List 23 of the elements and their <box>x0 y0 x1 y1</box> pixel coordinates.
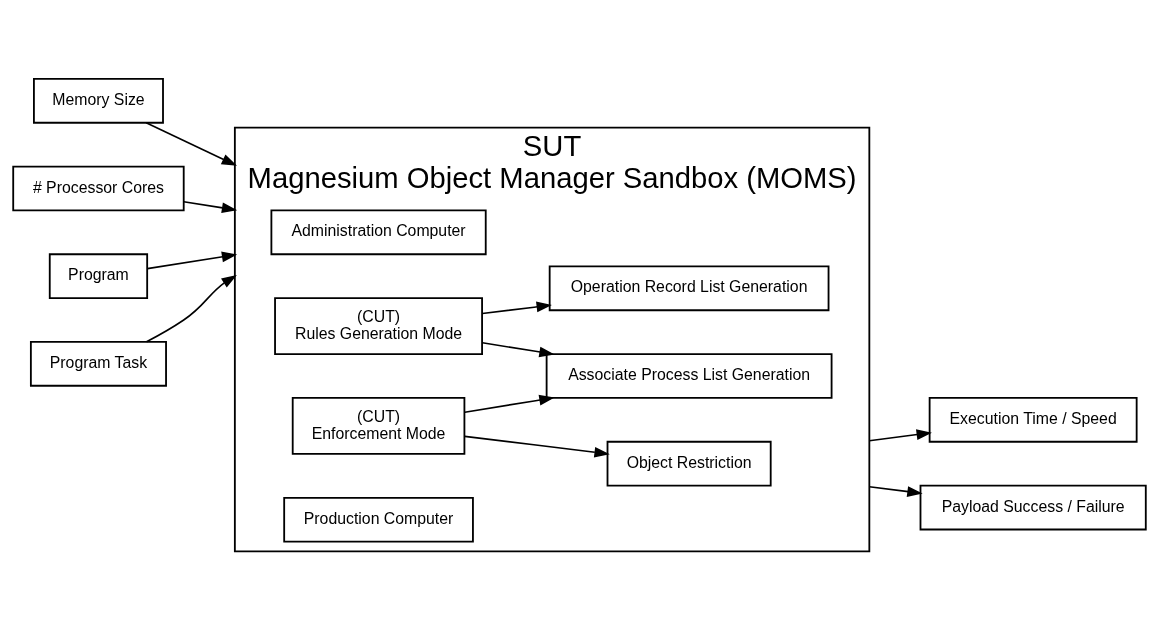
arrow <box>182 200 238 213</box>
node-box: (CUT) Rules Generation Mode <box>274 296 483 355</box>
arrow <box>868 428 932 441</box>
arrow <box>145 274 237 343</box>
arrow <box>145 121 238 166</box>
node-box: Payload Success / Failure <box>919 484 1147 530</box>
arrow <box>464 394 555 413</box>
node-box: Object Restriction <box>606 440 772 487</box>
arrow <box>868 485 923 497</box>
node-box: Operation Record List Generation <box>548 265 830 311</box>
node-box: Associate Process List Generation <box>545 352 833 399</box>
node-box: Production Computer <box>283 496 474 543</box>
node-box: Administration Computer <box>270 209 487 255</box>
node-box: Program Task <box>29 340 167 387</box>
node-box: # Processor Cores <box>12 165 185 211</box>
arrow <box>481 301 552 314</box>
node-box: Program <box>48 252 149 299</box>
arrow <box>464 435 610 458</box>
node-box: (CUT) Enforcement Mode <box>291 396 466 455</box>
node-box: Execution Time / Speed <box>928 396 1138 443</box>
node-box: Memory Size <box>33 77 164 124</box>
arrow <box>481 341 555 357</box>
arrow <box>146 251 238 269</box>
